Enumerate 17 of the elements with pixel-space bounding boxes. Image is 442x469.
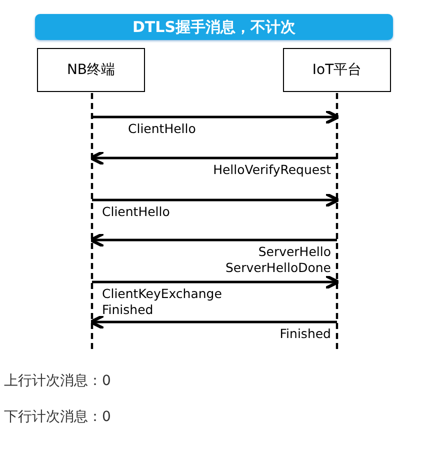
- counter-text: 上行计次消息：0: [4, 372, 111, 390]
- title-banner: DTLS握手消息，不计次: [35, 14, 393, 40]
- participant-box: NB终端: [37, 48, 145, 92]
- message-arrow: [89, 314, 337, 330]
- message-label: ClientHello: [128, 121, 196, 137]
- message-label: ClientKeyExchange Finished: [102, 286, 222, 318]
- message-arrow: [89, 232, 337, 248]
- message-arrow: [89, 150, 337, 166]
- message-arrow: [92, 274, 340, 290]
- message-arrow: [92, 109, 340, 125]
- message-label: Finished: [280, 326, 331, 342]
- counter-text: 下行计次消息：0: [4, 408, 111, 426]
- message-label: HelloVerifyRequest: [213, 162, 331, 178]
- message-label: ClientHello: [102, 204, 170, 220]
- participant-box: IoT平台: [283, 48, 391, 92]
- message-arrow: [92, 192, 340, 208]
- message-label: ServerHello ServerHelloDone: [225, 244, 331, 276]
